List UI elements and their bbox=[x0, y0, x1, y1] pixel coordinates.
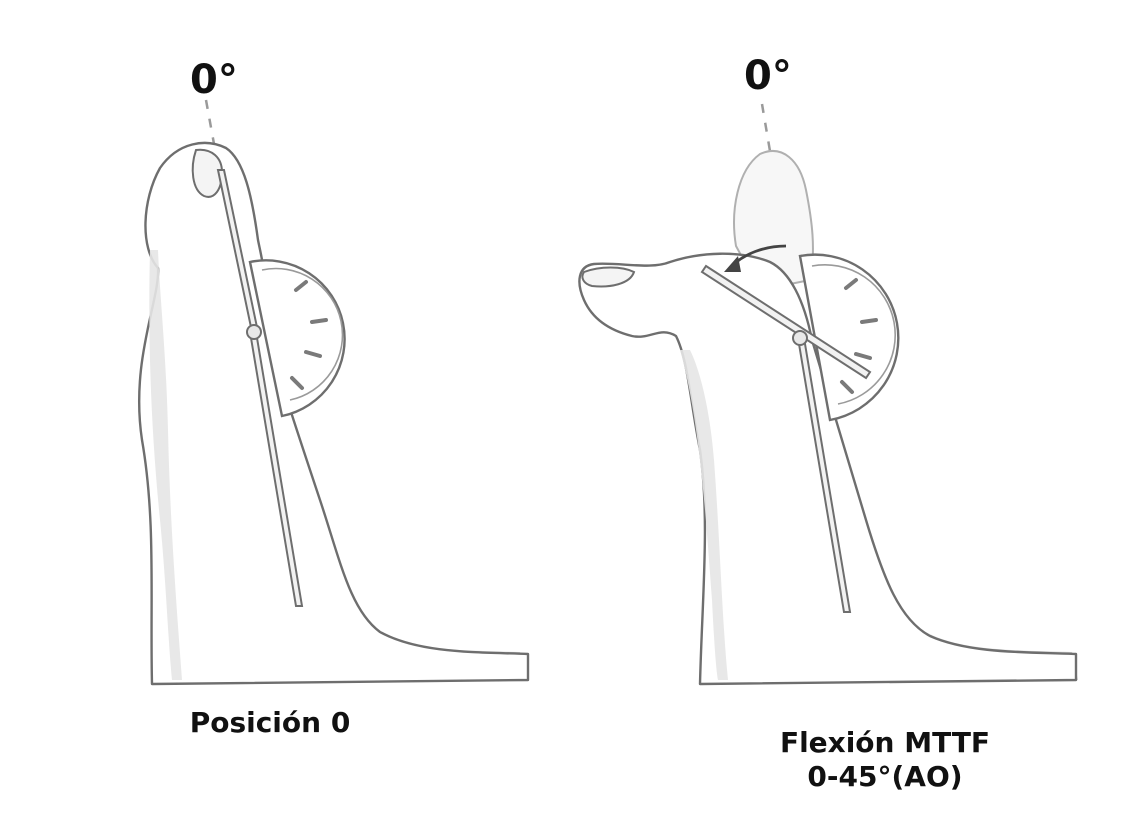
right-caption-line-1: Flexión MTTF bbox=[779, 726, 991, 759]
right-goniometer-moving-arm bbox=[700, 264, 872, 380]
right-goniometer-inner-arc bbox=[811, 263, 897, 405]
left-nail bbox=[191, 148, 224, 198]
right-caption: Flexión MTTF 0-45°(AO) bbox=[740, 726, 1030, 794]
right-goniometer-pivot bbox=[792, 330, 808, 346]
left-caption-line-1: Posición 0 bbox=[189, 706, 351, 739]
right-toe-ghost bbox=[733, 150, 814, 292]
left-panel-drawing bbox=[138, 99, 530, 686]
left-goniometer-pivot bbox=[246, 324, 262, 340]
right-nail bbox=[581, 266, 636, 288]
right-foot-inner-shade bbox=[680, 350, 728, 680]
right-goniometer-ticks bbox=[840, 278, 878, 394]
left-goniometer-ticks bbox=[290, 280, 328, 390]
left-foot-outline bbox=[138, 141, 530, 686]
left-caption: Posición 0 bbox=[140, 706, 400, 740]
right-motion-arrowhead bbox=[724, 256, 741, 272]
left-angle-label: 0° bbox=[190, 57, 238, 103]
left-toe-shade bbox=[149, 250, 182, 680]
right-goniometer-disc bbox=[798, 253, 900, 422]
left-goniometer-inner-arc bbox=[261, 267, 344, 401]
right-caption-line-2: 0-45°(AO) bbox=[807, 760, 963, 794]
right-panel-drawing bbox=[578, 103, 1078, 686]
left-goniometer-disc bbox=[248, 259, 346, 418]
right-angle-label: 0° bbox=[744, 53, 792, 99]
